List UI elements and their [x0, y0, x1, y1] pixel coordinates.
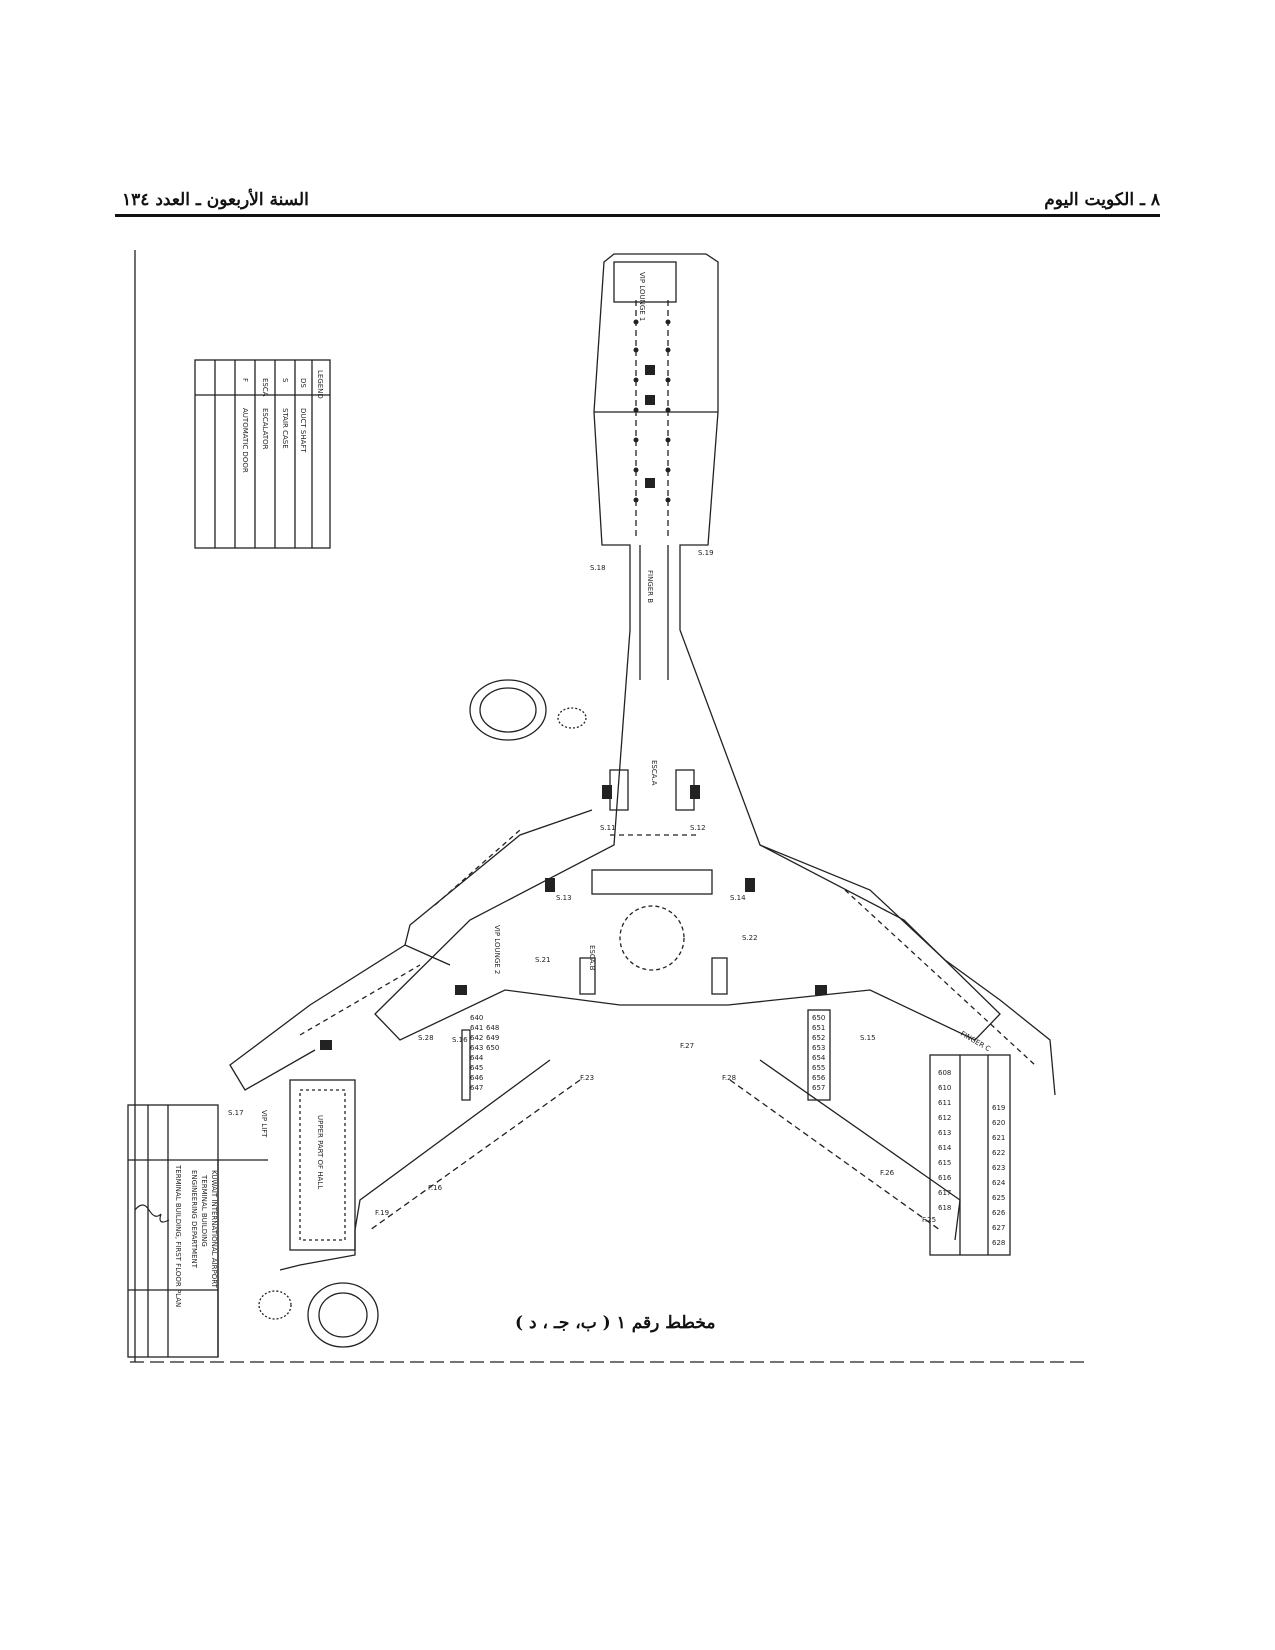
svg-text:654: 654	[812, 1054, 826, 1062]
room-codes-mid: 650 651 652 653 654 655 656 657	[812, 1014, 826, 1092]
legend-desc-4: AUTOMATIC DOOR	[241, 408, 249, 473]
label-door: F.19	[375, 1209, 389, 1217]
page-header-issue: السنة الأربعون ـ العدد ١٣٤	[122, 190, 309, 210]
svg-text:628: 628	[992, 1239, 1005, 1247]
room-block-right	[929, 1054, 1011, 1256]
label-stair: S.13	[556, 894, 572, 902]
svg-text:622: 622	[992, 1149, 1005, 1157]
svg-text:657: 657	[812, 1084, 825, 1092]
label-door: F.16	[428, 1184, 443, 1192]
svg-text:611: 611	[938, 1099, 951, 1107]
label-stair: S.22	[742, 934, 758, 942]
title-building: TERMINAL BUILDING	[200, 1174, 208, 1247]
svg-text:649: 649	[486, 1034, 499, 1042]
title-department: ENGINEERING DEPARTMENT	[190, 1170, 198, 1269]
official-stamp-top	[469, 679, 547, 741]
label-door: F.25	[922, 1216, 936, 1224]
svg-text:624: 624	[992, 1179, 1006, 1187]
legend-desc-3: ESCALATOR	[261, 408, 269, 450]
label-stair: S.14	[730, 894, 746, 902]
terminal-outline	[374, 253, 1001, 1041]
legend-desc-2: STAIR CASE	[281, 408, 289, 449]
svg-text:620: 620	[992, 1119, 1005, 1127]
header-rule	[115, 214, 1160, 217]
svg-text:627: 627	[992, 1224, 1005, 1232]
label-stair: S.16	[452, 1036, 468, 1044]
svg-text:650: 650	[486, 1044, 499, 1052]
svg-text:642: 642	[470, 1034, 483, 1042]
upper-part-of-hall	[289, 1079, 356, 1251]
title-client: KUWAIT INTERNATIONAL AIRPORT	[210, 1170, 218, 1289]
label-esca-b: ESCA.B	[588, 945, 596, 971]
label-door: F.28	[722, 1074, 736, 1082]
svg-text:619: 619	[992, 1104, 1005, 1112]
svg-text:626: 626	[992, 1209, 1006, 1217]
central-circle	[619, 905, 685, 971]
svg-text:625: 625	[992, 1194, 1005, 1202]
label-vip-lounge-2: VIP LOUNGE 2	[493, 925, 501, 974]
official-stamp-bottom	[307, 1282, 379, 1348]
svg-text:612: 612	[938, 1114, 951, 1122]
label-stair: S.19	[698, 549, 714, 557]
label-door: F.26	[880, 1169, 895, 1177]
label-stair: S.17	[228, 1109, 244, 1117]
label-door: F.23	[580, 1074, 594, 1082]
svg-text:640: 640	[470, 1014, 483, 1022]
label-stair: S.18	[590, 564, 606, 572]
label-stair: S.11	[600, 824, 616, 832]
title-drawing: TERMINAL BUILDING, FIRST FLOOR PLAN	[174, 1164, 182, 1307]
legend-code-1: DS	[299, 378, 307, 388]
label-vip-lounge-1: VIP LOUNGE 1	[638, 272, 646, 321]
central-counter	[591, 869, 713, 895]
svg-text:618: 618	[938, 1204, 951, 1212]
svg-text:643: 643	[470, 1044, 483, 1052]
label-stair: S.21	[535, 956, 551, 964]
page-header-title: ٨ ـ الكويت اليوم	[1044, 190, 1160, 210]
label-esca-a: ESCA.A	[650, 760, 658, 786]
room-codes-right: 608 610 611 612 613 614 615 616 617 618 …	[938, 1069, 1006, 1247]
label-upper-part-of-hall: UPPER PART OF HALL	[316, 1115, 324, 1189]
svg-text:644: 644	[470, 1054, 484, 1062]
svg-text:646: 646	[470, 1074, 484, 1082]
label-stair: S.12	[690, 824, 706, 832]
legend-code-2: S	[281, 378, 289, 383]
svg-text:623: 623	[992, 1164, 1005, 1172]
svg-text:648: 648	[486, 1024, 499, 1032]
svg-text:655: 655	[812, 1064, 825, 1072]
svg-text:613: 613	[938, 1129, 951, 1137]
legend-table	[194, 359, 331, 549]
figure-caption: مخطط رقم ١ ( ب، جـ ، د )	[515, 1313, 716, 1333]
legend-code-3: ESCA	[261, 378, 269, 397]
room-column-mid	[807, 1009, 831, 1101]
legend-desc-1: DUCT SHAFT	[299, 408, 307, 453]
svg-text:653: 653	[812, 1044, 825, 1052]
legend-title: LEGEND	[316, 370, 324, 399]
label-stair: S.15	[860, 1034, 876, 1042]
svg-text:608: 608	[938, 1069, 951, 1077]
svg-text:645: 645	[470, 1064, 483, 1072]
svg-text:650: 650	[812, 1014, 825, 1022]
svg-text:656: 656	[812, 1074, 826, 1082]
room-codes-left: 640 641 642 643 644 645 646 647 648 649 …	[470, 1014, 499, 1092]
column-markers	[320, 319, 827, 1050]
svg-text:621: 621	[992, 1134, 1005, 1142]
label-door: F.27	[680, 1042, 694, 1050]
svg-text:651: 651	[812, 1024, 825, 1032]
svg-text:652: 652	[812, 1034, 825, 1042]
label-stair: S.28	[418, 1034, 434, 1042]
svg-text:615: 615	[938, 1159, 951, 1167]
vip-room-top	[613, 261, 677, 303]
signature-mark	[134, 1204, 170, 1223]
legend-code-4: F	[241, 378, 249, 382]
label-vip-lift: VIP LIFT	[260, 1110, 268, 1138]
svg-text:610: 610	[938, 1084, 951, 1092]
svg-text:616: 616	[938, 1174, 952, 1182]
svg-text:617: 617	[938, 1189, 951, 1197]
label-finger-c: FINGER C	[959, 1030, 992, 1054]
svg-text:614: 614	[938, 1144, 952, 1152]
label-finger-b: FINGER B	[646, 570, 654, 603]
svg-text:647: 647	[470, 1084, 483, 1092]
svg-text:641: 641	[470, 1024, 483, 1032]
